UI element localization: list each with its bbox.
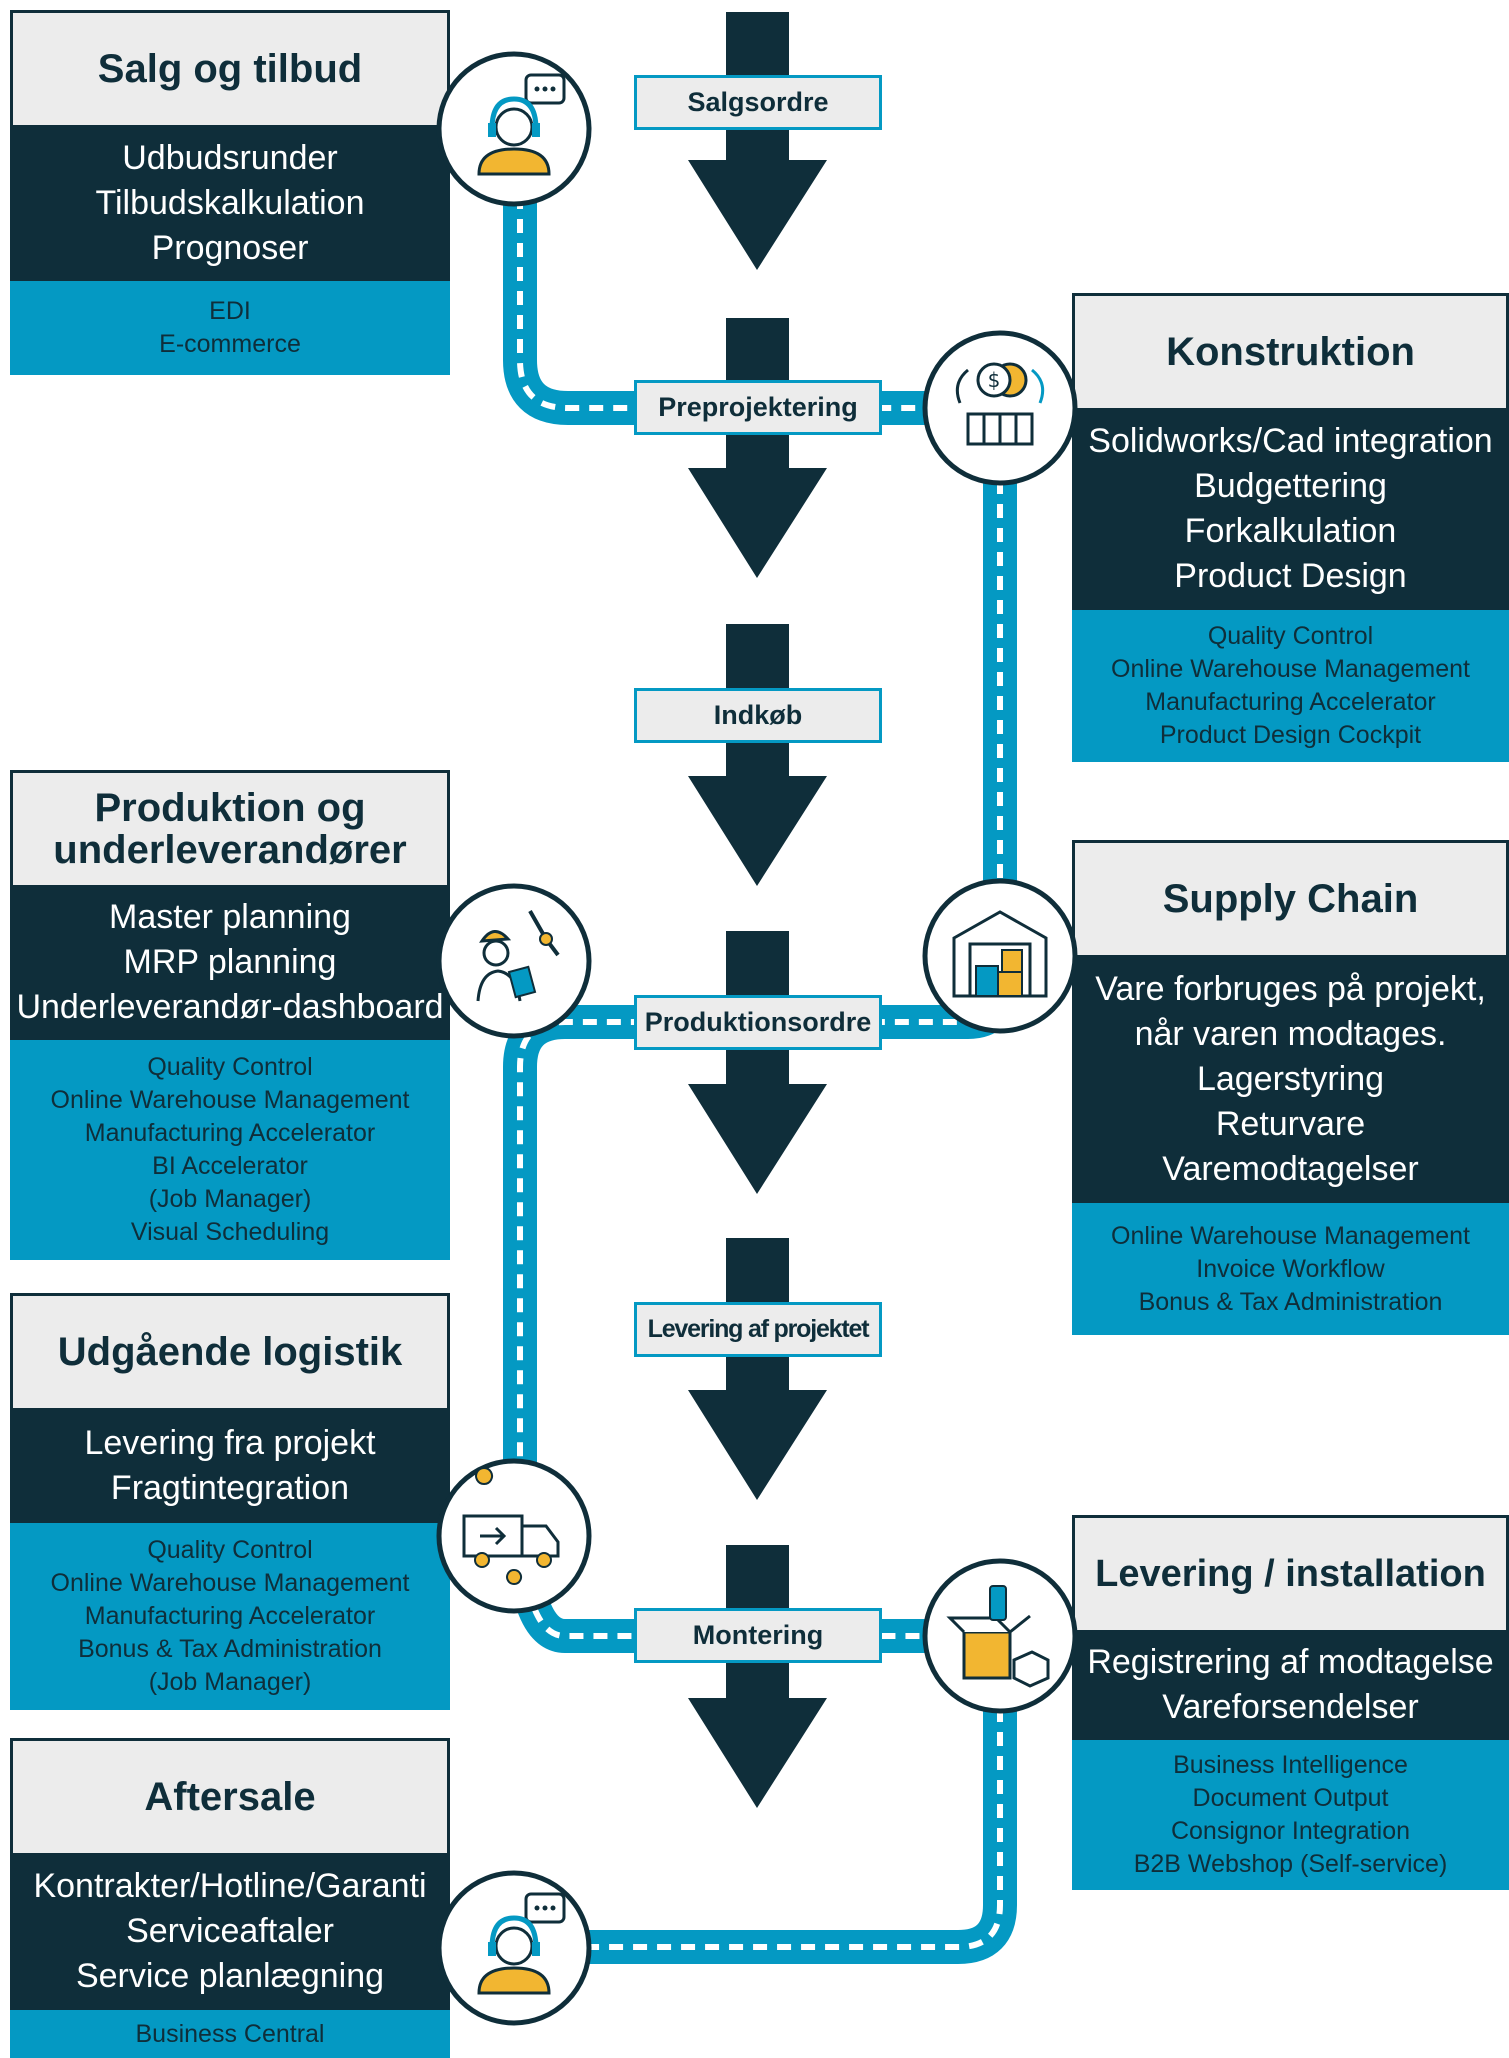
feature-item: Vare forbruges på projekt, bbox=[1095, 969, 1486, 1008]
addon-item: Online Warehouse Management bbox=[1111, 1221, 1470, 1250]
feature-item: Master planning bbox=[109, 898, 351, 936]
card-addons: Quality Control Online Warehouse Managem… bbox=[10, 1040, 450, 1260]
feature-item: Returvare bbox=[1215, 1104, 1366, 1143]
feature-item: Forkalkulation bbox=[1184, 512, 1397, 550]
card-features: Registrering af modtagelse Vareforsendel… bbox=[1072, 1630, 1509, 1740]
card-supply-chain: Supply Chain Vare forbruges på projekt, … bbox=[1072, 840, 1509, 1335]
feature-item: Budgettering bbox=[1194, 467, 1387, 505]
card-features: Kontrakter/Hotline/Garanti Serviceaftale… bbox=[10, 1853, 450, 2010]
card-features: Levering fra projekt Fragtintegration bbox=[10, 1408, 450, 1523]
addon-item: Online Warehouse Management bbox=[1111, 655, 1470, 683]
card-features: Master planning MRP planning Underlevera… bbox=[10, 885, 450, 1040]
addon-item: Business Intelligence bbox=[1173, 1751, 1408, 1779]
feature-item: Registrering af modtagelse bbox=[1087, 1643, 1494, 1681]
card-title: Produktion og underleverandører bbox=[10, 770, 450, 885]
card-title: Supply Chain bbox=[1072, 840, 1509, 955]
addon-item: Quality Control bbox=[147, 1536, 313, 1564]
feature-item: Udbudsrunder bbox=[122, 138, 338, 177]
card-title: Udgående logistik bbox=[10, 1293, 450, 1408]
feature-item: Prognoser bbox=[151, 228, 309, 267]
card-title: Salg og tilbud bbox=[10, 10, 450, 125]
flow-label-preprojektering: Preprojektering bbox=[634, 380, 882, 435]
addon-item: Invoice Workflow bbox=[1196, 1254, 1385, 1283]
feature-item: Levering fra projekt bbox=[84, 1423, 376, 1462]
flow-label-levering-af-projektet: Levering af projektet bbox=[634, 1302, 882, 1357]
addon-item: BI Accelerator bbox=[152, 1152, 308, 1180]
feature-item: Vareforsendelser bbox=[1162, 1688, 1419, 1726]
card-addons: Quality Control Online Warehouse Managem… bbox=[10, 1523, 450, 1710]
card-features: Solidworks/Cad integration Budgettering … bbox=[1072, 408, 1509, 610]
card-udgaaende-logistik: Udgående logistik Levering fra projekt F… bbox=[10, 1293, 450, 1710]
feature-item: Solidworks/Cad integration bbox=[1088, 422, 1493, 460]
flow-label-salgsordre: Salgsordre bbox=[634, 75, 882, 130]
flow-arrow bbox=[688, 624, 827, 886]
addon-item: Document Output bbox=[1192, 1784, 1389, 1812]
addon-item: Business Central bbox=[135, 2019, 325, 2048]
addon-item: (Job Manager) bbox=[148, 1668, 312, 1696]
flow-arrows bbox=[688, 12, 827, 1808]
flow-label-montering: Montering bbox=[634, 1608, 882, 1663]
addon-item: EDI bbox=[209, 297, 251, 325]
feature-item: Kontrakter/Hotline/Garanti bbox=[33, 1867, 427, 1905]
feature-item: Product Design bbox=[1174, 557, 1407, 595]
addon-item: Manufacturing Accelerator bbox=[84, 1602, 376, 1630]
open-box-icon bbox=[922, 1558, 1078, 1714]
addon-item: Bonus & Tax Administration bbox=[1138, 1287, 1443, 1316]
addon-item: Quality Control bbox=[1207, 622, 1374, 650]
svg-text:$: $ bbox=[988, 368, 1001, 392]
addon-item: Manufacturing Accelerator bbox=[84, 1119, 376, 1147]
feature-item: Serviceaftaler bbox=[126, 1912, 334, 1950]
card-produktion: Produktion og underleverandører Master p… bbox=[10, 770, 450, 1260]
budget-coins-icon: $ bbox=[922, 330, 1078, 486]
feature-item: Fragtintegration bbox=[110, 1468, 350, 1507]
feature-item: Service planlægning bbox=[75, 1957, 385, 1995]
card-title: Levering / installation bbox=[1072, 1515, 1509, 1630]
addon-item: E-commerce bbox=[159, 330, 301, 358]
card-aftersale: Aftersale Kontrakter/Hotline/Garanti Ser… bbox=[10, 1738, 450, 2058]
delivery-truck-icon bbox=[436, 1458, 592, 1614]
addon-item: Manufacturing Accelerator bbox=[1145, 688, 1436, 716]
addon-item: Bonus & Tax Administration bbox=[78, 1635, 382, 1663]
feature-item: Tilbudskalkulation bbox=[95, 183, 365, 222]
feature-item: Lagerstyring bbox=[1196, 1059, 1385, 1098]
flow-arrow bbox=[688, 931, 827, 1194]
support-agent-icon bbox=[436, 51, 592, 207]
card-addons: Quality Control Online Warehouse Managem… bbox=[1072, 610, 1509, 762]
flow-arrow bbox=[688, 1238, 827, 1500]
addon-item: Quality Control bbox=[147, 1053, 313, 1081]
feature-item: Varemodtagelser bbox=[1162, 1149, 1419, 1188]
addon-item: Product Design Cockpit bbox=[1159, 721, 1422, 749]
addon-item: Consignor Integration bbox=[1170, 1817, 1411, 1845]
addon-item: Visual Scheduling bbox=[130, 1218, 330, 1246]
card-levering-installation: Levering / installation Registrering af … bbox=[1072, 1515, 1509, 1890]
flow-arrow bbox=[688, 12, 827, 270]
card-title: Aftersale bbox=[10, 1738, 450, 1853]
card-features: Vare forbruges på projekt, når varen mod… bbox=[1072, 955, 1509, 1203]
support-agent-icon bbox=[436, 1870, 592, 2026]
feature-item: når varen modtages. bbox=[1134, 1014, 1447, 1053]
card-addons: Business Central bbox=[10, 2010, 450, 2058]
flow-arrow bbox=[688, 1545, 827, 1808]
addon-item: B2B Webshop (Self-service) bbox=[1133, 1850, 1448, 1878]
flow-arrow bbox=[688, 318, 827, 578]
card-title: Konstruktion bbox=[1072, 293, 1509, 408]
card-features: Udbudsrunder Tilbudskalkulation Prognose… bbox=[10, 125, 450, 281]
warehouse-icon bbox=[922, 878, 1078, 1034]
feature-item: Underleverandør-dashboard bbox=[16, 988, 444, 1026]
card-title-line: underleverandører bbox=[53, 828, 407, 872]
card-addons: Business Intelligence Document Output Co… bbox=[1072, 1740, 1509, 1890]
addon-item: Online Warehouse Management bbox=[50, 1569, 410, 1597]
feature-item: MRP planning bbox=[123, 943, 337, 981]
flow-label-indkob: Indkøb bbox=[634, 688, 882, 743]
card-addons: Online Warehouse Management Invoice Work… bbox=[1072, 1203, 1509, 1335]
robot-arm-worker-icon bbox=[436, 883, 592, 1039]
card-salg-og-tilbud: Salg og tilbud Udbudsrunder Tilbudskalku… bbox=[10, 10, 450, 375]
card-title-line: Produktion og bbox=[94, 786, 366, 830]
card-konstruktion: Konstruktion Solidworks/Cad integration … bbox=[1072, 293, 1509, 762]
addon-item: (Job Manager) bbox=[148, 1185, 312, 1213]
card-addons: EDI E-commerce bbox=[10, 281, 450, 375]
addon-item: Online Warehouse Management bbox=[50, 1086, 410, 1114]
flow-label-produktionsordre: Produktionsordre bbox=[634, 995, 882, 1050]
